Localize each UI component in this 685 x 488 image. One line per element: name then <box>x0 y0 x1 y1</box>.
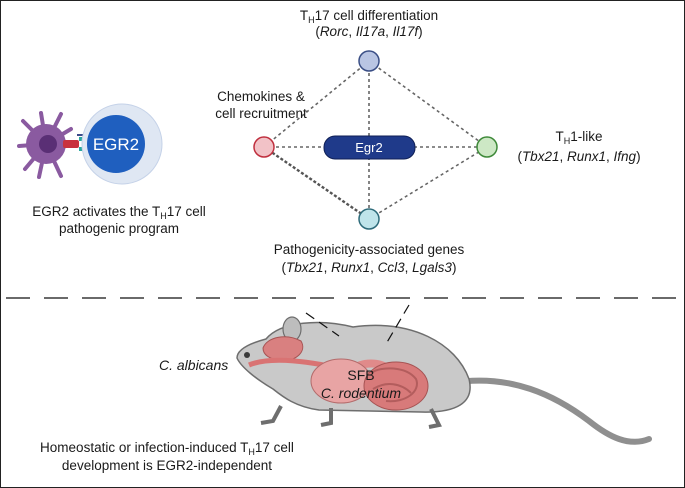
label-chemokines-line2: cell recruitment <box>215 106 307 121</box>
node-th1-like <box>476 136 498 158</box>
edge-top-right <box>368 60 488 148</box>
label-th1-like: TH1-like <box>555 129 603 146</box>
left-caption-line1: EGR2 activates the TH17 cell <box>32 204 206 221</box>
label-c-rodentium: C. rodentium <box>320 385 402 401</box>
bottom-caption-line2: development is EGR2-independent <box>61 458 273 473</box>
node-th17-differentiation <box>358 50 380 72</box>
egr2-hub <box>323 135 416 160</box>
egr2-badge: EGR2 <box>93 135 139 154</box>
bottom-caption-line1: Homeostatic or infection-induced TH17 ce… <box>40 440 294 457</box>
node-pathogenicity <box>358 208 380 230</box>
label-pathogenicity-genes: (Tbx21, Runx1, Ccl3, Lgals3) <box>281 260 457 275</box>
label-th17-genes: (Rorc, Il17a, Il17f) <box>315 24 423 39</box>
egr2-hub-label: Egr2 <box>355 140 382 155</box>
left-caption-line2: pathogenic program <box>58 221 180 236</box>
t-cell-icon <box>81 103 163 185</box>
label-th1-genes: (Tbx21, Runx1, Ifng) <box>517 149 641 164</box>
dendritic-cell-icon <box>17 111 73 179</box>
edge-bottom-right <box>368 146 488 220</box>
mouse-illustration <box>236 316 652 445</box>
label-pathogenicity-title: Pathogenicity-associated genes <box>273 242 465 257</box>
node-chemokines <box>253 136 275 158</box>
zoom-line-right <box>385 304 410 345</box>
edge-left-bottom <box>263 146 370 220</box>
label-c-albicans: C. albicans <box>159 357 229 373</box>
zoom-line-left <box>305 312 340 337</box>
label-sfb: SFB <box>347 367 375 383</box>
label-th17-differentiation: TH17 cell differentiation <box>299 8 439 25</box>
edge-top-left <box>263 60 370 148</box>
label-chemokines-line1: Chemokines & <box>217 89 305 104</box>
